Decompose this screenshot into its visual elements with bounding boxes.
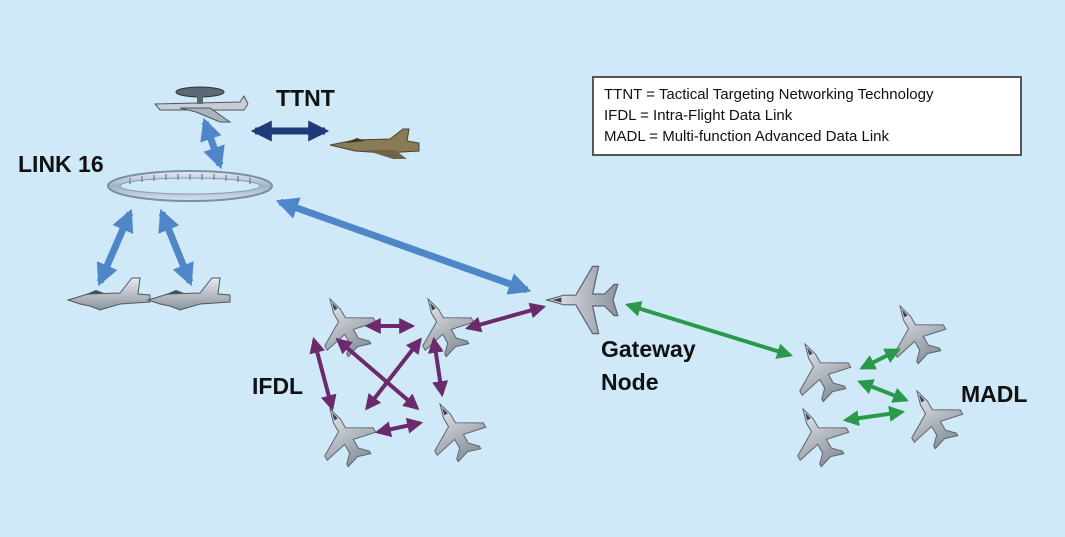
link16-fighter-right-icon (147, 277, 231, 311)
awacs-aircraft-icon (153, 86, 249, 123)
madl-fighter-4-icon (778, 394, 858, 475)
legend-entry-ifdl: IFDL = Intra-Flight Data Link (604, 107, 793, 124)
link16-fighter-left-icon (67, 277, 151, 311)
legend-entry-ttnt: TTNT = Tactical Targeting Networking Tec… (604, 86, 934, 103)
ifdl-fighter-4-icon (415, 389, 495, 470)
ifdl-fighter-2-icon (403, 284, 483, 365)
gateway-label-line1: Gateway (601, 336, 696, 362)
madl-fighter-1-icon (875, 291, 955, 372)
link16-arrows (96, 117, 532, 295)
ttnt-fighter-icon (329, 128, 420, 159)
ifdl-label: IFDL (252, 373, 304, 399)
gateway-label-line2: Node (601, 369, 659, 395)
gateway-node-aircraft-icon (546, 265, 619, 335)
ifdl-arrows (309, 302, 547, 438)
link16-label: LINK 16 (18, 151, 104, 177)
ifdl-fighter-3-icon (305, 394, 385, 475)
madl-label: MADL (961, 381, 1028, 407)
madl-arrows (624, 301, 909, 427)
acronym-legend: TTNT = Tactical Targeting Networking Tec… (592, 76, 1022, 156)
legend-entry-madl: MADL = Multi-function Advanced Data Link (604, 128, 890, 145)
madl-fighter-3-icon (892, 376, 972, 457)
link16-ring (107, 170, 273, 202)
ttnt-label: TTNT (276, 85, 335, 111)
madl-fighter-2-icon (780, 329, 860, 410)
